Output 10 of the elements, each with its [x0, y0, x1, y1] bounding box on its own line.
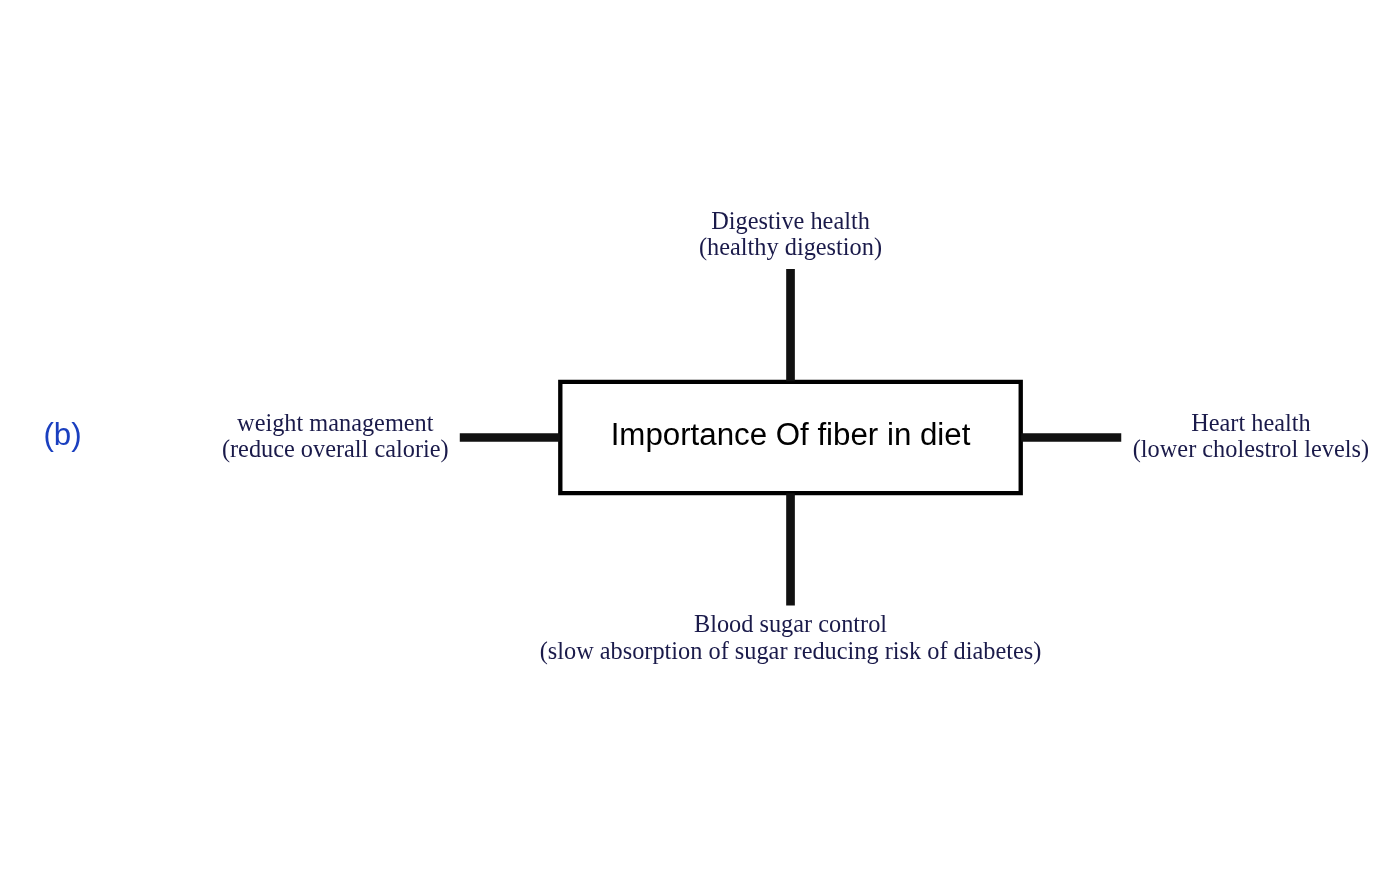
connector — [786, 492, 795, 605]
node-box: Importance Of fiber in diet — [558, 379, 1023, 495]
connector — [1021, 432, 1122, 442]
node-text: Digestive health (healthy digestion) — [699, 206, 883, 260]
node-text: weight management (reduce overall calorie) — [221, 408, 449, 462]
node-text: Heart health (lower cholestrol levels) — [1132, 408, 1370, 462]
node-text: Blood sugar control (slow absorption of sugar reducing risk of diabetes) — [539, 609, 1042, 663]
connector — [459, 432, 560, 442]
connector — [786, 268, 795, 381]
label: (b) — [43, 416, 82, 452]
